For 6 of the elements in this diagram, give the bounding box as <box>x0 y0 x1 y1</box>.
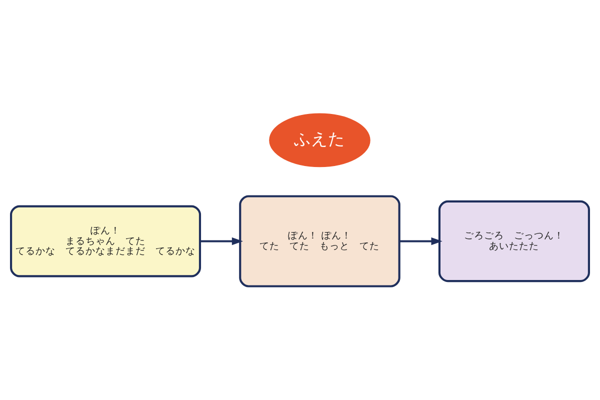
node-box: ごろごろ ごっつん！ あいたたた <box>438 200 590 282</box>
node-box: ぽん！ まるちゃん てた てるかな てるかなまだまだ てるかな <box>10 205 202 278</box>
arrow <box>200 237 244 246</box>
node-box: ぽん！ ぽん！ てた てた もっと てた <box>239 195 400 288</box>
arrow <box>400 237 442 246</box>
node-ellipse: ふえた <box>269 113 370 168</box>
